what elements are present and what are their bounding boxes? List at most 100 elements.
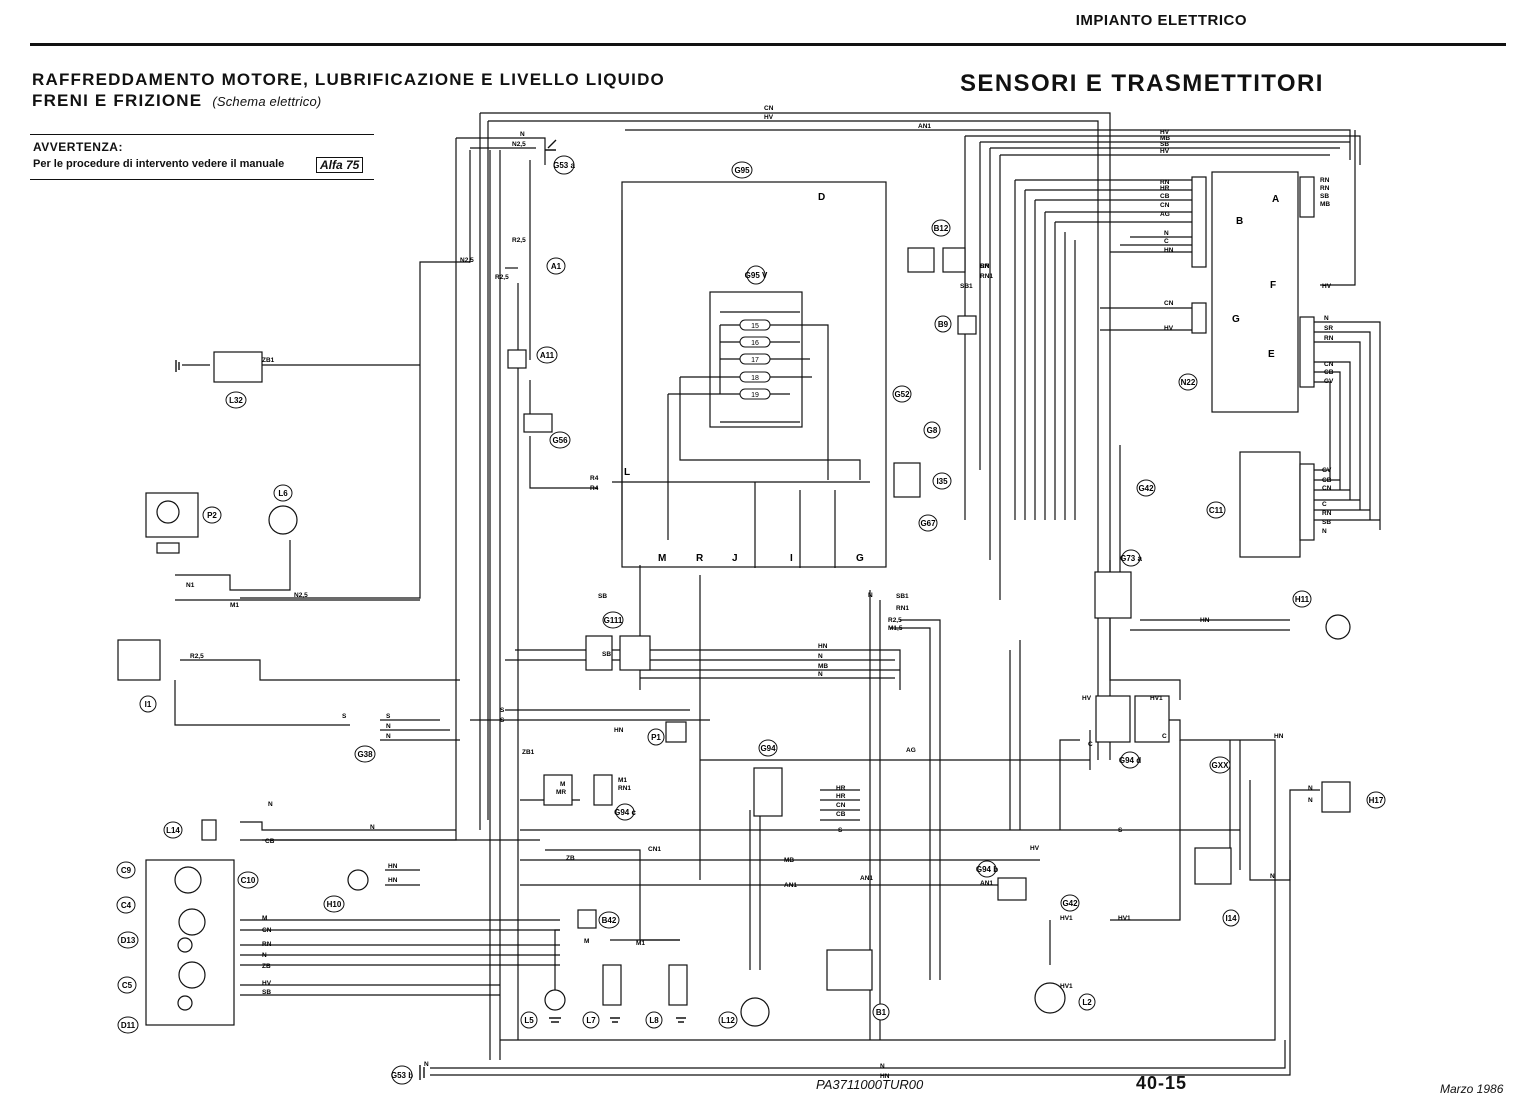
- h17-switch: [1321, 781, 1351, 813]
- warning-heading: AVVERTENZA:: [33, 140, 123, 154]
- wires: [174, 112, 1381, 1076]
- l7-text: L7: [586, 1016, 596, 1025]
- component-labels: G53 a A1 A11 G56 L32 P2 L6 I1 G38 L14 C9…: [116, 155, 1386, 1085]
- c10-text: C10: [241, 876, 256, 885]
- wl-m1: M1: [230, 602, 239, 609]
- wl-n-center: N: [818, 653, 823, 660]
- label-g73a: G73 a: [1120, 549, 1142, 567]
- wl-cb-b: CB: [1160, 193, 1170, 200]
- i35-text: I35: [936, 477, 948, 486]
- wl-gv-c11: GV: [1322, 467, 1332, 474]
- h11-lamp: [1325, 614, 1351, 640]
- wire-hv1-right: [1110, 740, 1181, 921]
- g42a-text: G42: [1138, 484, 1154, 493]
- label-a11: A11: [536, 346, 558, 364]
- c9-lamp: [174, 866, 202, 894]
- connector-b-pins: [1191, 176, 1207, 268]
- wl-n-g38a: N: [386, 723, 391, 730]
- l8-text: L8: [649, 1016, 659, 1025]
- wl-s-g38: S: [386, 713, 391, 720]
- g94d-text: G94 d: [1119, 756, 1141, 765]
- wl-n-c10: N: [262, 952, 267, 959]
- label-g53b: G53 b: [391, 1065, 413, 1085]
- wl-rn-b: RN: [1160, 179, 1170, 186]
- wire-n25-left: [240, 150, 471, 599]
- ground-symbols: [175, 139, 686, 1080]
- g94b-text: G94 b: [976, 865, 998, 874]
- wl-mb-center: MB: [818, 663, 828, 670]
- wire-hn-bottom: [500, 719, 1276, 1041]
- wl-an1-top: AN1: [918, 123, 931, 130]
- document-date: Marzo 1986: [1440, 1082, 1504, 1096]
- wire-hn-g42: [1109, 445, 1181, 700]
- label-d11: D11: [117, 1016, 139, 1034]
- title-note: (Schema elettrico): [212, 94, 322, 109]
- d11-led: [177, 995, 193, 1011]
- wires-h10: [385, 869, 420, 886]
- label-p1: P1: [647, 728, 665, 746]
- l5-sensor: [544, 989, 566, 1011]
- ground-g53b: [419, 1065, 425, 1080]
- g111-right: [619, 635, 651, 671]
- wire-r25-left: [180, 659, 460, 681]
- wl-n-c11: N: [1322, 528, 1327, 535]
- wl-s-center: S: [500, 707, 505, 714]
- wl-hn-h10b: HN: [388, 877, 398, 884]
- wl-n-l14b: N: [370, 824, 375, 831]
- wl-r25: R2,5: [512, 237, 526, 244]
- l6-text: L6: [278, 489, 288, 498]
- wl-mb-a: MB: [1320, 201, 1330, 208]
- label-l7: L7: [582, 1011, 600, 1029]
- wl-cn-g: CN: [1164, 300, 1174, 307]
- warning-text: Per le procedure di intervento vedere il…: [33, 158, 285, 170]
- wire-hv-g94b: [1009, 640, 1021, 830]
- wires-c10: [240, 919, 560, 996]
- wl-m1-g94: M1: [618, 777, 627, 784]
- wl-n-g53b: N: [424, 1061, 429, 1068]
- wl-cb-e: CB: [1324, 369, 1334, 376]
- wl-sr-e: SR: [1324, 325, 1333, 332]
- label-g53a: G53 a: [553, 155, 575, 175]
- wl-r25b: R2,5: [495, 274, 509, 281]
- wl-rn-b12: RN: [980, 263, 990, 270]
- i14-relay: [1194, 847, 1232, 885]
- wires-g38: [380, 719, 460, 741]
- connector-g-pins: [1191, 302, 1207, 334]
- i14-text: I14: [1225, 914, 1237, 923]
- wl-n-h17b: N: [1308, 797, 1313, 804]
- label-l2: L2: [1078, 993, 1096, 1011]
- wl-cn-e: CN: [1324, 361, 1334, 368]
- g95v-text: G95 V: [745, 271, 768, 280]
- page-number: 40-15: [1136, 1073, 1188, 1093]
- label-g94b: G94 b: [976, 860, 998, 878]
- wl-s-i1: S: [342, 713, 347, 720]
- wl-sb-c11: SB: [1322, 519, 1331, 526]
- wl-hv-c10: HV: [262, 980, 272, 987]
- h10-lamp: [347, 869, 369, 891]
- label-g52: G52: [892, 385, 912, 403]
- wl-m1-bottom: M1: [636, 940, 645, 947]
- label-p2: P2: [202, 506, 222, 524]
- g94c-right: [593, 774, 613, 806]
- label-g42a: G42: [1136, 479, 1156, 497]
- label-c11: C11: [1206, 501, 1226, 519]
- wl-r4a: R4: [590, 475, 599, 482]
- wl-hv-g94b: HV: [1030, 845, 1040, 852]
- wire-g53b: [430, 1040, 1286, 1069]
- fuse-15-label: 15: [751, 323, 759, 330]
- b1-text: B1: [876, 1008, 887, 1017]
- wire-hv-right: [965, 135, 1361, 165]
- wl-rr-g94: MR: [556, 789, 566, 796]
- manual-reference: Alfa 75: [316, 157, 364, 173]
- wl-n-e: N: [1324, 315, 1329, 322]
- b12-left: [907, 247, 935, 273]
- wires-e-to-c11: [1310, 321, 1381, 530]
- wl-cn-b: CN: [1160, 202, 1170, 209]
- wl-hv-g94d: HV: [1082, 695, 1092, 702]
- conn-a: A: [1272, 194, 1279, 205]
- c11-text: C11: [1209, 506, 1224, 515]
- wl-n-l14: N: [268, 801, 273, 808]
- fuse-18-label: 18: [751, 375, 759, 382]
- wl-hr2-g94: HR: [836, 793, 846, 800]
- wire-n-g53: [456, 137, 546, 150]
